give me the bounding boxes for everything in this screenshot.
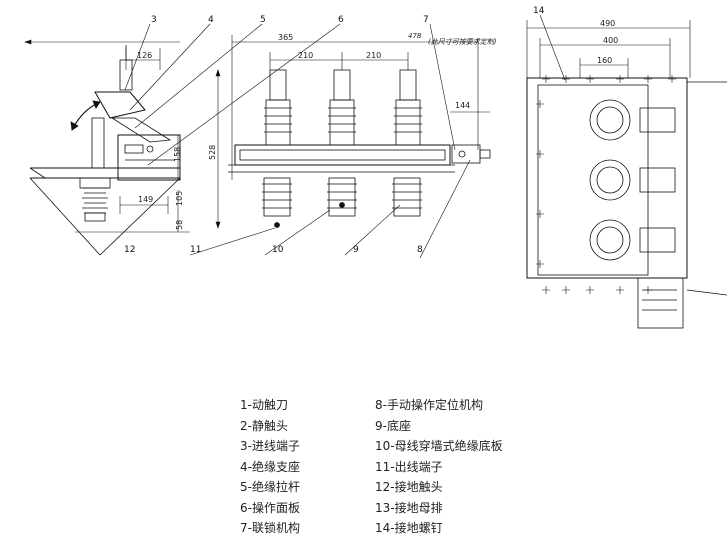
legend-item: 2-静触头 — [240, 418, 288, 433]
legend-item: 3-进线端子 — [240, 439, 300, 453]
dim-210a: 210 — [298, 51, 313, 60]
dim-144: 144 — [455, 101, 470, 110]
legend-item: 7-联锁机构 — [240, 521, 300, 535]
dim-note: (此尺寸可按要求定制) — [428, 38, 497, 46]
legend-item: 6-操作面板 — [240, 500, 300, 515]
dim-105: 105 — [175, 191, 184, 206]
legend-left-column: 1-动触刀 2-静触头 3-进线端子 4-绝缘支座 5-绝缘拉杆 6-操作面板 … — [240, 395, 300, 539]
legend-item: 14-接地螺钉 — [375, 521, 443, 535]
pole-1 — [262, 69, 292, 228]
dim-58: 58 — [175, 220, 184, 230]
front-view-dimensions — [215, 35, 490, 229]
legend-item: 10-母线穿墙式绝缘底板 — [375, 439, 503, 453]
dim-365: 365 — [278, 33, 293, 42]
dim-158: 158 — [173, 147, 182, 162]
legend-item: 11-出线端子 — [375, 459, 443, 474]
dim-478: 478 — [408, 32, 422, 40]
legend-right-column: 8-手动操作定位机构 9-底座 10-母线穿墙式绝缘底板 11-出线端子 12-… — [375, 395, 503, 539]
side-view-dimensions — [24, 39, 190, 233]
screw-markers — [536, 75, 676, 294]
front-view — [228, 69, 491, 228]
parts-legend: 1-动触刀 2-静触头 3-进线端子 4-绝缘支座 5-绝缘拉杆 6-操作面板 … — [240, 395, 540, 545]
technical-drawing: 3 4 5 6 7 8 9 10 11 12 14 126 365 210 21… — [24, 6, 727, 329]
legend-item: 5-绝缘拉杆 — [240, 480, 300, 494]
dim-490: 490 — [600, 19, 615, 28]
top-view — [526, 75, 727, 329]
callout-5: 5 — [260, 15, 266, 25]
legend-item: 1-动触刀 — [240, 398, 288, 412]
callout-6: 6 — [338, 15, 344, 25]
contact-2 — [589, 159, 676, 201]
callout-9: 9 — [353, 245, 359, 255]
callout-11: 11 — [190, 245, 201, 255]
contact-1 — [589, 99, 676, 141]
callout-14: 14 — [533, 6, 545, 16]
dim-400: 400 — [603, 36, 618, 45]
dim-149: 149 — [138, 195, 153, 204]
dim-126: 126 — [137, 51, 152, 60]
legend-item: 8-手动操作定位机构 — [375, 398, 483, 412]
legend-item: 12-接地触头 — [375, 480, 443, 494]
side-view — [29, 45, 181, 256]
top-view-dimensions — [526, 20, 691, 78]
callout-7: 7 — [423, 15, 429, 25]
callout-3: 3 — [151, 15, 157, 25]
legend-item: 4-绝缘支座 — [240, 459, 300, 474]
callout-12: 12 — [124, 245, 135, 255]
callout-10: 10 — [272, 245, 284, 255]
legend-item: 13-接地母排 — [375, 500, 443, 515]
callout-leaders — [124, 14, 566, 259]
dim-160: 160 — [597, 56, 612, 65]
contact-3 — [589, 219, 676, 261]
pole-3 — [392, 69, 422, 217]
dim-528: 528 — [208, 145, 217, 160]
callout-8: 8 — [417, 245, 423, 255]
pole-2 — [327, 69, 357, 217]
legend-item: 9-底座 — [375, 418, 411, 433]
dim-210b: 210 — [366, 51, 381, 60]
callout-4: 4 — [208, 15, 214, 25]
